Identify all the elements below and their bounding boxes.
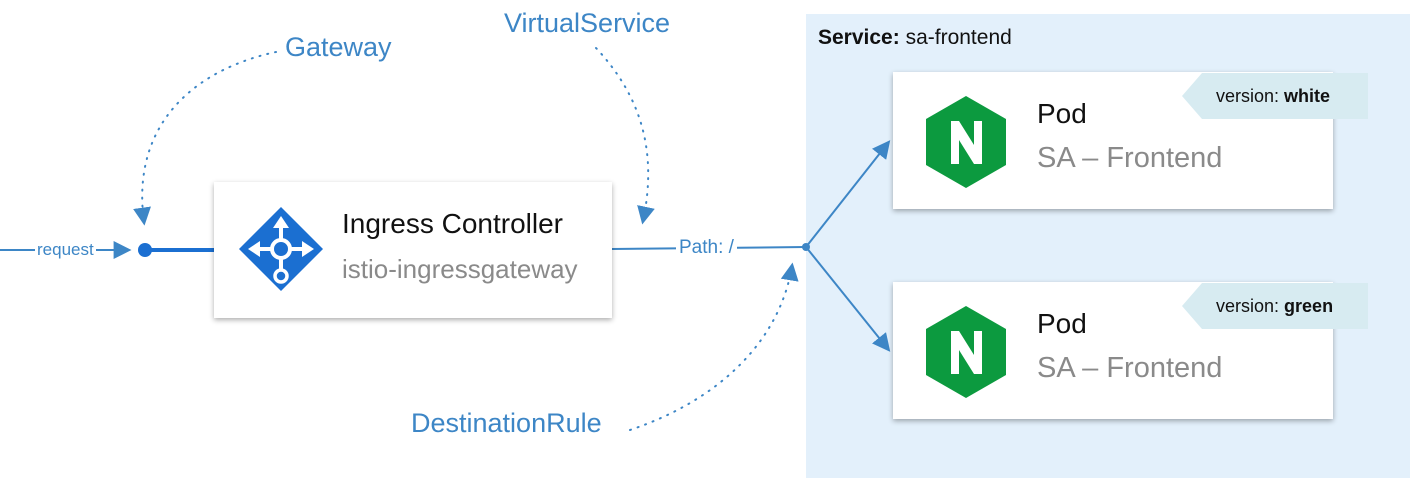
gateway-label: Gateway	[285, 32, 392, 62]
virtualservice-label: VirtualService	[504, 8, 671, 38]
version-value: white	[1284, 86, 1331, 106]
version-key: version:	[1216, 86, 1280, 106]
destinationrule-dotted-arrow	[629, 262, 799, 431]
ingress-gateway-icon	[236, 204, 326, 299]
nginx-icon	[923, 94, 1009, 195]
ingress-title: Ingress Controller	[342, 208, 563, 239]
version-value: green	[1284, 296, 1334, 316]
path-label: Path: /	[676, 238, 737, 258]
request-label: request	[35, 240, 96, 260]
ingress-subtitle: istio-ingressgateway	[342, 254, 578, 284]
service-title: Service: sa-frontend	[818, 26, 1012, 50]
destinationrule-label: DestinationRule	[411, 408, 602, 438]
version-tag-text: version: white	[1216, 73, 1330, 119]
arrow-to-pod-2	[805, 246, 891, 352]
service-name: sa-frontend	[905, 26, 1012, 49]
ingress-controller-card: Ingress Controller istio-ingressgateway	[214, 182, 612, 318]
arrow-to-pod-1	[805, 140, 891, 248]
service-label: Service:	[818, 26, 900, 49]
version-tag-green: version: green	[1182, 283, 1368, 329]
version-tag-white: version: white	[1182, 73, 1368, 119]
pod-subtitle: SA – Frontend	[1037, 352, 1223, 384]
nginx-icon	[923, 304, 1009, 405]
pod-subtitle: SA – Frontend	[1037, 142, 1223, 174]
version-tag-text: version: green	[1216, 283, 1333, 329]
pod-title: Pod	[1037, 308, 1087, 339]
pod-title: Pod	[1037, 98, 1087, 129]
version-key: version:	[1216, 296, 1280, 316]
